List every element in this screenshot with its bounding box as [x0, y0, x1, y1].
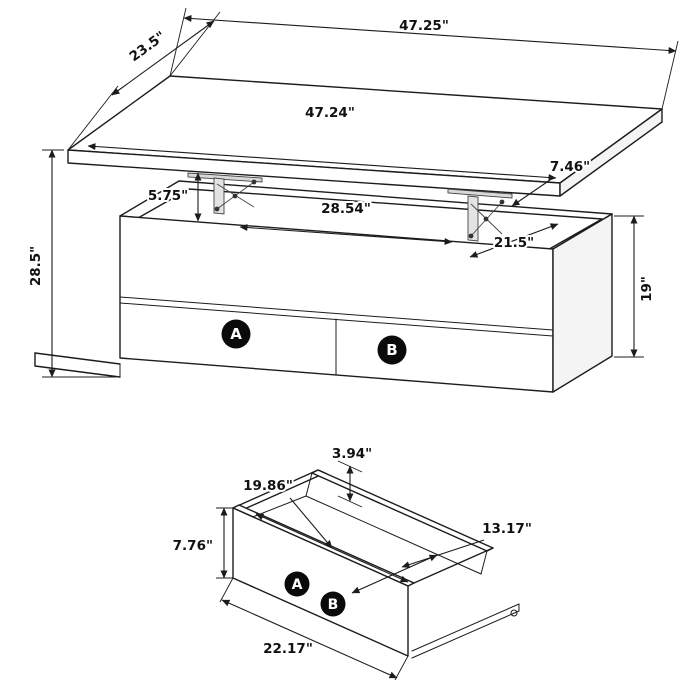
dim-panel-height-label: 3.94" [332, 446, 372, 462]
dim-interior-depth-label: 13.17" [482, 521, 532, 537]
badge-circle [320, 591, 346, 617]
dim-interior-width: 19.86" [241, 476, 409, 583]
tabletop-right-face [559, 108, 663, 197]
coffee-table-figure: 47.25" 23.5" 47.24" 5.75" 28.54" 21.5" [26, 7, 679, 393]
dim-lift-offset-label: 7.46" [550, 159, 590, 175]
pivot-joint [251, 179, 257, 185]
drawer-detail-figure: 3.94" 19.86" 13.17" 7.76" 22.17" [171, 444, 534, 681]
dim-overall-height: 28.5" [26, 149, 116, 378]
slide-rail-roller [510, 609, 518, 617]
drawer-rail-line-top [119, 296, 554, 331]
badge-letter-b: B [386, 341, 397, 359]
dim-opening-width-label: 28.54" [321, 201, 371, 217]
base-right-face [552, 213, 613, 393]
dim-lift-clearance: 5.75" [146, 172, 202, 222]
drawer-b-badge: B [377, 335, 407, 365]
dim-opening-depth: 21.5" [469, 223, 559, 258]
table-top-panel [67, 75, 663, 197]
pivot-joint [483, 216, 489, 222]
drawer-box [232, 469, 520, 659]
interior-left-crease [244, 495, 307, 521]
interior-back-right-corner [480, 550, 488, 575]
interior-back-left-corner [305, 472, 313, 497]
dim-interior-width-label: 19.86" [243, 478, 293, 494]
dim-lift-clearance-label: 5.75" [148, 188, 188, 204]
dim-overall-height-label: 28.5" [28, 246, 44, 286]
lift-rail-right [447, 188, 513, 199]
dim-tabletop-width: 47.24" [87, 103, 557, 182]
badge-letter-a: A [292, 577, 303, 593]
dim-front-width: 22.17" [219, 577, 409, 681]
pivot-joint [468, 233, 474, 239]
dim-top-width-label: 47.25" [399, 18, 449, 34]
dim-base-height-label: 19" [639, 276, 655, 302]
badge-letter-a: A [230, 325, 242, 343]
pivot-joint [214, 206, 220, 212]
pivot-joint [499, 199, 505, 205]
badge-circle [377, 335, 407, 365]
plinth-bottom-edge [34, 365, 121, 378]
pivot-joint [232, 193, 238, 199]
drawer-right-panel-top-edge [413, 547, 494, 584]
dim-top-depth-label: 23.5" [127, 28, 169, 65]
dim-front-width-label: 22.17" [263, 641, 313, 657]
dim-panel-height: 3.94" [330, 444, 374, 508]
dim-opening-depth-label: 21.5" [494, 235, 534, 251]
plinth-top-edge [34, 352, 121, 365]
dim-opening-width: 28.54" [239, 199, 453, 245]
slide-rail-bottom [411, 610, 520, 659]
dim-lift-offset: 7.46" [511, 157, 592, 207]
drawer-a-badge-detail: A [284, 571, 310, 597]
drawer-b-badge-detail: B [320, 591, 346, 617]
drawer-a-badge: A [221, 319, 251, 349]
badge-circle [221, 319, 251, 349]
dim-interior-depth: 13.17" [351, 519, 534, 594]
badge-letter-b: B [328, 597, 339, 613]
dim-base-height: 19" [614, 215, 657, 358]
dim-front-height-label: 7.76" [173, 538, 213, 554]
dim-tabletop-width-label: 47.24" [305, 105, 355, 121]
slide-rail-top [411, 603, 520, 652]
dim-front-height: 7.76" [171, 507, 233, 579]
badge-circle [284, 571, 310, 597]
